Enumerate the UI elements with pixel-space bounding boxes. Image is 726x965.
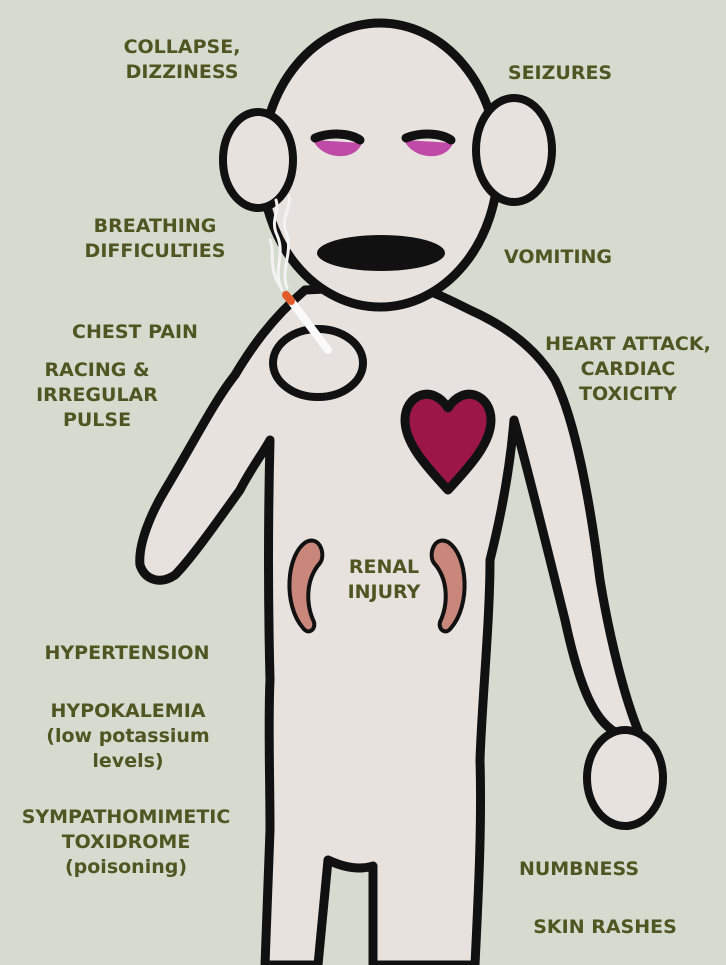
label-line: SKIN RASHES — [533, 915, 677, 940]
label-line: TOXICITY — [545, 382, 711, 407]
label-vomiting: VOMITING — [504, 245, 612, 270]
label-line: INJURY — [348, 580, 421, 605]
label-numbness: NUMBNESS — [519, 857, 639, 882]
label-line: CHEST PAIN — [72, 320, 198, 345]
label-hypokalemia: HYPOKALEMIA (low potassium levels) — [46, 699, 209, 774]
left-ear — [223, 112, 293, 208]
label-line: COLLAPSE, — [124, 35, 241, 60]
label-racing-pulse: RACING & IRREGULAR PULSE — [36, 358, 158, 433]
label-line: IRREGULAR — [36, 383, 158, 408]
label-line: levels) — [46, 749, 209, 774]
label-line: VOMITING — [504, 245, 612, 270]
label-line: CARDIAC — [545, 357, 711, 382]
label-renal-injury: RENAL INJURY — [348, 555, 421, 605]
label-skin-rashes: SKIN RASHES — [533, 915, 677, 940]
label-line: DIZZINESS — [124, 60, 241, 85]
label-line: PULSE — [36, 408, 158, 433]
label-line: TOXIDROME — [22, 830, 231, 855]
hand-right — [587, 730, 663, 826]
label-hypertension: HYPERTENSION — [45, 641, 210, 666]
label-line: BREATHING — [85, 214, 226, 239]
label-line: NUMBNESS — [519, 857, 639, 882]
label-heart-attack: HEART ATTACK, CARDIAC TOXICITY — [545, 332, 711, 407]
label-line: (poisoning) — [22, 855, 231, 880]
label-line: HEART ATTACK, — [545, 332, 711, 357]
label-line: SEIZURES — [508, 61, 612, 86]
label-line: DIFFICULTIES — [85, 239, 226, 264]
label-collapse: COLLAPSE, DIZZINESS — [124, 35, 241, 85]
right-ear — [476, 98, 552, 202]
label-line: (low potassium — [46, 724, 209, 749]
label-line: RENAL — [348, 555, 421, 580]
label-line: SYMPATHOMIMETIC — [22, 805, 231, 830]
label-seizures: SEIZURES — [508, 61, 612, 86]
label-line: HYPERTENSION — [45, 641, 210, 666]
label-line: HYPOKALEMIA — [46, 699, 209, 724]
label-breathing: BREATHING DIFFICULTIES — [85, 214, 226, 264]
label-line: RACING & — [36, 358, 158, 383]
mouth — [317, 235, 445, 271]
label-chest-pain: CHEST PAIN — [72, 320, 198, 345]
label-sympathomimetic: SYMPATHOMIMETIC TOXIDROME (poisoning) — [22, 805, 231, 880]
